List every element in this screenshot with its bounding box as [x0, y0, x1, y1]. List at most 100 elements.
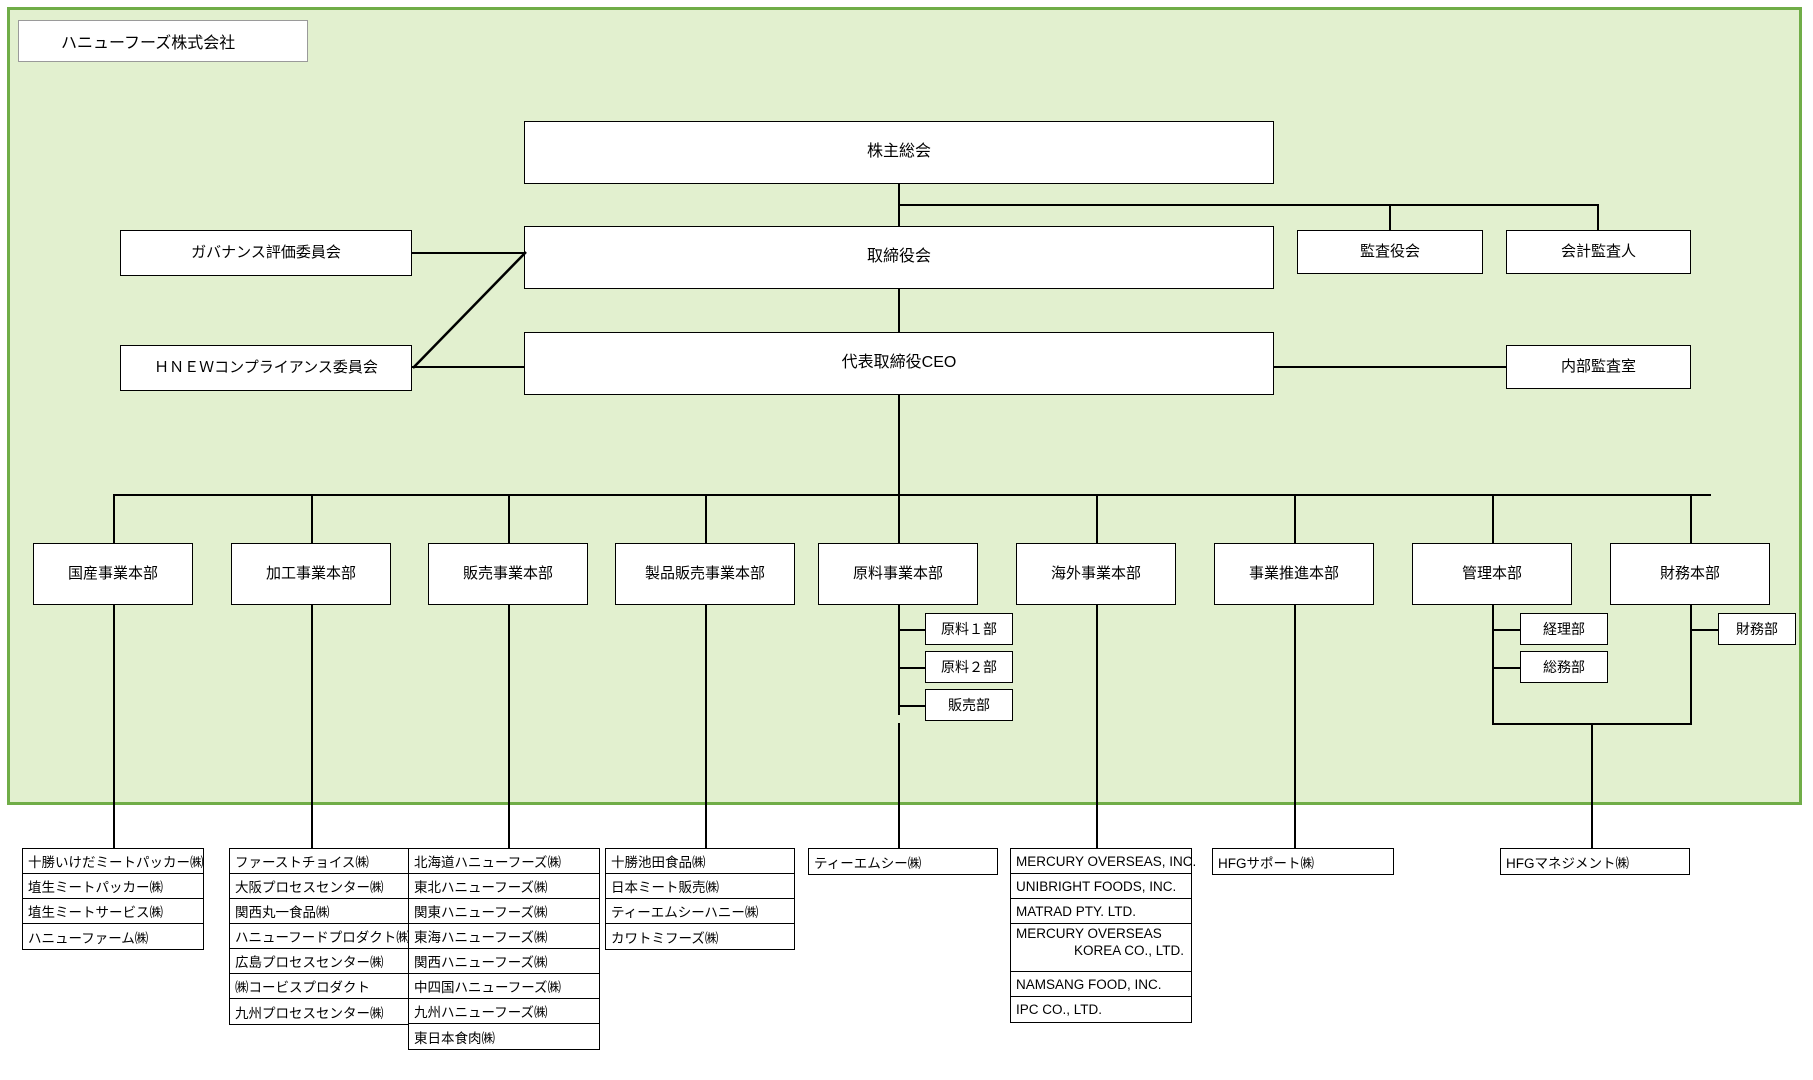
- subsidiary-sales-item[interactable]: 関東ハニューフーズ㈱: [409, 899, 599, 924]
- division-box-8[interactable]: 管理本部: [1412, 543, 1572, 605]
- compliance-committee-box[interactable]: ＨＮＥＷコンプライアンス委員会: [120, 345, 412, 391]
- stem-subsidiary-overseas: [1096, 605, 1098, 848]
- stem-management-departments: [1492, 605, 1494, 725]
- ceo-label: 代表取締役CEO: [841, 354, 957, 372]
- subsidiary-management-item[interactable]: HFGマネジメント㈱: [1506, 855, 1629, 871]
- subsidiary-overseas-item[interactable]: MATRAD PTY. LTD.: [1011, 899, 1191, 924]
- subsidiary-processing-item[interactable]: ファーストチョイス㈱: [230, 849, 410, 874]
- division-box-2[interactable]: 加工事業本部: [231, 543, 391, 605]
- division-box-4[interactable]: 製品販売事業本部: [615, 543, 795, 605]
- division-box-7[interactable]: 事業推進本部: [1214, 543, 1374, 605]
- stem-division-2: [311, 494, 313, 544]
- audit-board-box[interactable]: 監査役会: [1297, 230, 1483, 274]
- ceo-box[interactable]: 代表取締役CEO: [524, 332, 1274, 395]
- connector-accounting-auditor-drop: [1597, 204, 1599, 230]
- subsidiary-product-sales-item[interactable]: 日本ミート販売㈱: [606, 874, 794, 899]
- subsidiary-domestic-item[interactable]: 埴生ミートパッカー㈱: [23, 874, 203, 899]
- connector-shareholders-auditors-bar: [898, 204, 1598, 206]
- subsidiary-sales-item[interactable]: 東日本食肉㈱: [414, 1030, 495, 1046]
- connector-audit-board-drop: [1389, 204, 1391, 230]
- compliance-committee-label: ＨＮＥＷコンプライアンス委員会: [154, 359, 378, 377]
- accounting-auditor-label: 会計監査人: [1560, 243, 1636, 261]
- division-bus-line: [113, 494, 1711, 496]
- stem-division-1: [113, 494, 115, 544]
- subsidiary-processing-item[interactable]: 関西丸一食品㈱: [230, 899, 410, 924]
- internal-audit-office-label: 内部監査室: [1560, 358, 1636, 376]
- department-box-fin-1[interactable]: 財務部: [1718, 613, 1796, 645]
- subsidiary-product-sales-item[interactable]: ティーエムシーハニー㈱: [606, 899, 794, 924]
- division-label-8: 管理本部: [1461, 565, 1522, 583]
- subsidiary-sales-item[interactable]: 東北ハニューフーズ㈱: [409, 874, 599, 899]
- connector-governance-board: [412, 252, 524, 254]
- department-label-raw-2: 原料２部: [941, 658, 997, 675]
- accounting-auditor-box[interactable]: 会計監査人: [1506, 230, 1691, 274]
- department-box-raw-3[interactable]: 販売部: [925, 689, 1013, 721]
- subsidiary-domestic-item[interactable]: ハニューファーム㈱: [28, 930, 149, 946]
- stem-subsidiary-sales: [508, 605, 510, 848]
- subsidiary-overseas-item[interactable]: NAMSANG FOOD, INC.: [1011, 972, 1191, 997]
- subsidiary-product-sales-item[interactable]: 十勝池田食品㈱: [606, 849, 794, 874]
- division-label-6: 海外事業本部: [1050, 565, 1141, 583]
- division-label-4: 製品販売事業本部: [644, 565, 765, 583]
- stem-division-9: [1690, 494, 1692, 544]
- connector-ceo-division-drop: [898, 395, 900, 495]
- subsidiary-overseas-item-line2: KOREA CO., LTD.: [1073, 942, 1184, 958]
- subsidiary-business-promotion-item[interactable]: HFGサポート㈱: [1218, 855, 1314, 871]
- subsidiary-processing-item[interactable]: ㈱コービスプロダクト: [230, 974, 410, 999]
- connector-compliance-board-diagonal: [412, 251, 527, 369]
- subsidiary-list-overseas: MERCURY OVERSEAS, INC.UNIBRIGHT FOODS, I…: [1010, 848, 1196, 1023]
- stem-subsidiary-raw-material: [898, 723, 900, 848]
- subsidiary-domestic-item[interactable]: 十勝いけだミートパッカー㈱: [23, 849, 204, 874]
- subsidiary-list-raw-material: ティーエムシー㈱: [808, 848, 998, 875]
- department-box-raw-2[interactable]: 原料２部: [925, 651, 1013, 683]
- company-title-box: ハニューフーズ株式会社: [18, 20, 308, 62]
- subsidiary-overseas-item[interactable]: IPC CO., LTD.: [1016, 1002, 1103, 1017]
- department-box-mgmt-1[interactable]: 経理部: [1520, 613, 1608, 645]
- subsidiary-product-sales-item[interactable]: カワトミフーズ㈱: [611, 930, 719, 946]
- division-label-1: 国産事業本部: [67, 565, 158, 583]
- department-box-raw-1[interactable]: 原料１部: [925, 613, 1013, 645]
- division-label-9: 財務本部: [1659, 565, 1720, 583]
- division-box-3[interactable]: 販売事業本部: [428, 543, 588, 605]
- subsidiary-sales-item[interactable]: 九州ハニューフーズ㈱: [409, 999, 599, 1024]
- subsidiary-sales-item[interactable]: 関西ハニューフーズ㈱: [409, 949, 599, 974]
- subsidiary-overseas-item-line1: MERCURY OVERSEAS: [1016, 926, 1162, 941]
- division-box-6[interactable]: 海外事業本部: [1016, 543, 1176, 605]
- department-label-mgmt-1: 経理部: [1543, 620, 1585, 637]
- department-label-raw-3: 販売部: [948, 696, 990, 713]
- subsidiary-sales-item[interactable]: 東海ハニューフーズ㈱: [409, 924, 599, 949]
- division-box-5[interactable]: 原料事業本部: [818, 543, 978, 605]
- internal-audit-office-box[interactable]: 内部監査室: [1506, 345, 1691, 389]
- subsidiary-sales-item[interactable]: 中四国ハニューフーズ㈱: [409, 974, 599, 999]
- stem-subsidiary-management: [1591, 723, 1593, 848]
- subsidiary-processing-item[interactable]: 九州プロセスセンター㈱: [235, 1005, 384, 1021]
- stem-raw-material-departments: [898, 605, 900, 715]
- subsidiary-sales-item[interactable]: 北海道ハニューフーズ㈱: [409, 849, 599, 874]
- subsidiary-list-product-sales: 十勝池田食品㈱日本ミート販売㈱ティーエムシーハニー㈱カワトミフーズ㈱: [605, 848, 795, 950]
- division-box-9[interactable]: 財務本部: [1610, 543, 1770, 605]
- governance-committee-box[interactable]: ガバナンス評価委員会: [120, 230, 412, 276]
- shareholders-meeting-label: 株主総会: [866, 143, 931, 161]
- department-label-raw-1: 原料１部: [941, 620, 997, 637]
- shareholders-meeting-box[interactable]: 株主総会: [524, 121, 1274, 184]
- division-label-3: 販売事業本部: [462, 565, 553, 583]
- board-of-directors-box[interactable]: 取締役会: [524, 226, 1274, 289]
- subsidiary-list-domestic: 十勝いけだミートパッカー㈱埴生ミートパッカー㈱埴生ミートサービス㈱ハニューファー…: [22, 848, 204, 950]
- company-name: ハニューフーズ株式会社: [61, 35, 236, 52]
- connector-compliance-ceo: [412, 366, 524, 368]
- subsidiary-list-business-promotion: HFGサポート㈱: [1212, 848, 1394, 875]
- department-label-fin-1: 財務部: [1736, 620, 1778, 637]
- division-label-5: 原料事業本部: [852, 565, 943, 583]
- subsidiary-domestic-item[interactable]: 埴生ミートサービス㈱: [23, 899, 203, 924]
- connector-ceo-internal-audit: [1274, 366, 1506, 368]
- subsidiary-raw-material-item[interactable]: ティーエムシー㈱: [814, 855, 922, 871]
- division-box-1[interactable]: 国産事業本部: [33, 543, 193, 605]
- department-box-mgmt-2[interactable]: 総務部: [1520, 651, 1608, 683]
- subsidiary-overseas-item[interactable]: UNIBRIGHT FOODS, INC.: [1011, 874, 1191, 899]
- subsidiary-processing-item[interactable]: 大阪プロセスセンター㈱: [230, 874, 410, 899]
- subsidiary-processing-item[interactable]: ハニューフードプロダクト㈱: [230, 924, 410, 949]
- connector-mgmt-dept-1: [1492, 629, 1522, 631]
- subsidiary-processing-item[interactable]: 広島プロセスセンター㈱: [230, 949, 410, 974]
- subsidiary-overseas-item[interactable]: MERCURY OVERSEAS, INC.: [1011, 849, 1196, 874]
